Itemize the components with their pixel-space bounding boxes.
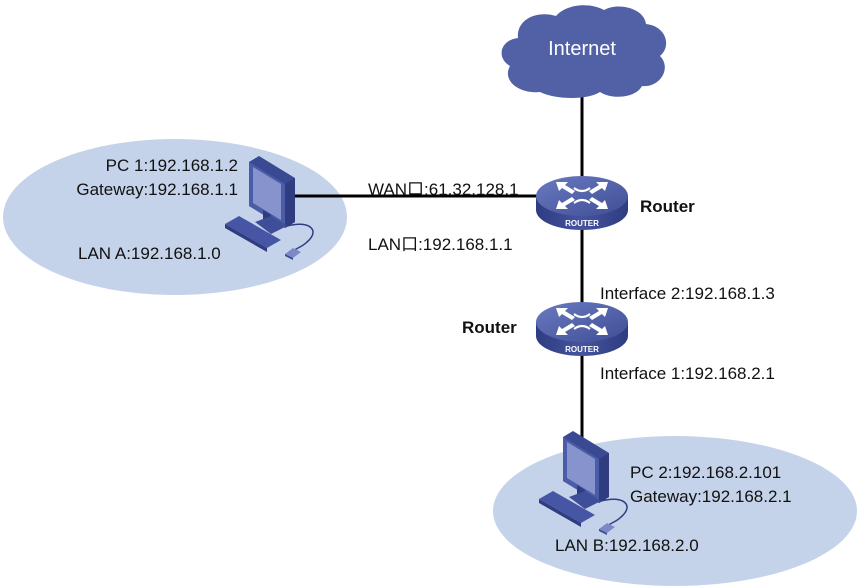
pc1-address-label: PC 1:192.168.1.2: [105, 156, 238, 175]
pc2-gateway-label: Gateway:192.168.2.1: [630, 487, 792, 506]
router-top-name: Router: [640, 197, 695, 216]
router-top-icon: ROUTER: [534, 174, 630, 232]
lan-a-network-label: LAN A:192.168.1.0: [78, 244, 221, 263]
cloud-icon: [501, 5, 667, 99]
interface-1-label: Interface 1:192.168.2.1: [600, 364, 775, 383]
wan-port-label: WAN口:61.32.128.1: [368, 180, 519, 199]
internet-label: Internet: [548, 38, 616, 60]
router-bottom-icon: ROUTER: [534, 300, 630, 358]
router-bottom-name: Router: [462, 318, 517, 337]
pc1-gateway-label: Gateway:192.168.1.1: [76, 180, 238, 199]
lan-port-label: LAN口:192.168.1.1: [368, 235, 513, 254]
svg-text:ROUTER: ROUTER: [565, 345, 599, 354]
lan-b-area: [493, 436, 857, 586]
interface-2-label: Interface 2:192.168.1.3: [600, 284, 775, 303]
pc2-address-label: PC 2:192.168.2.101: [630, 463, 782, 482]
lan-b-network-label: LAN B:192.168.2.0: [555, 536, 699, 555]
svg-text:ROUTER: ROUTER: [565, 219, 599, 228]
